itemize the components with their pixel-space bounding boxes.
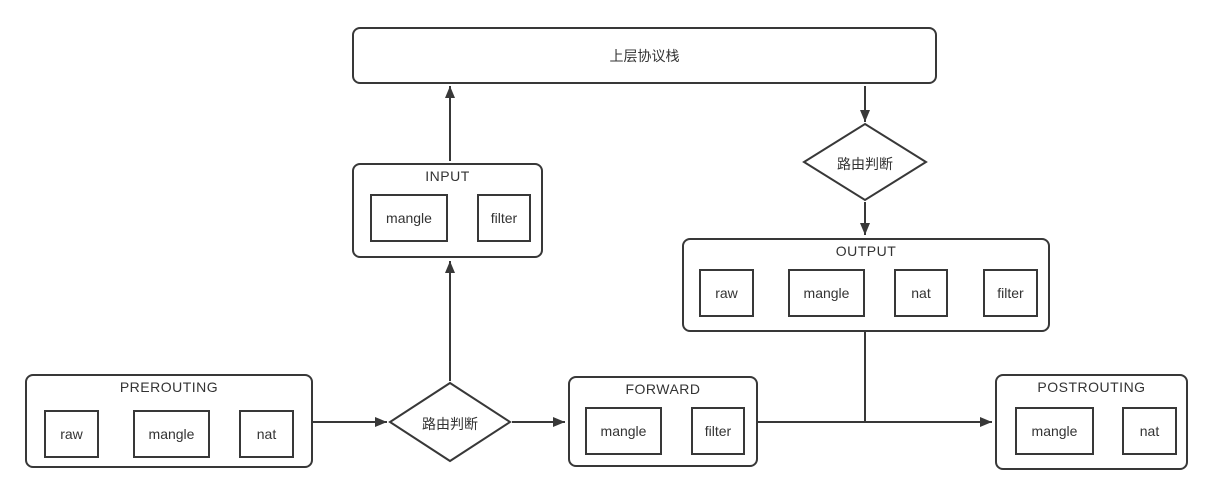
output-table-nat: nat	[894, 269, 948, 317]
postrouting-chain-node: POSTROUTING mangle nat	[995, 374, 1188, 470]
routing-decision-top-label: 路由判断	[837, 156, 893, 172]
input-table-filter: filter	[477, 194, 531, 242]
upper-protocol-stack-node: 上层协议栈	[352, 27, 937, 84]
prerouting-table-mangle: mangle	[133, 410, 210, 458]
output-table-mangle: mangle	[788, 269, 865, 317]
routing-decision-bottom-label: 路由判断	[422, 416, 478, 432]
postrouting-chain-label: POSTROUTING	[1037, 379, 1146, 395]
output-table-filter: filter	[983, 269, 1038, 317]
prerouting-chain-node: PREROUTING raw mangle nat	[25, 374, 313, 468]
postrouting-table-mangle: mangle	[1015, 407, 1094, 455]
postrouting-table-nat: nat	[1122, 407, 1177, 455]
forward-table-filter: filter	[691, 407, 745, 455]
routing-decision-top-shape	[802, 122, 928, 202]
prerouting-table-raw: raw	[44, 410, 99, 458]
prerouting-table-nat: nat	[239, 410, 294, 458]
forward-chain-label: FORWARD	[625, 381, 701, 397]
routing-decision-bottom-shape	[388, 381, 512, 463]
input-chain-node: INPUT mangle filter	[352, 163, 543, 258]
prerouting-chain-label: PREROUTING	[119, 379, 219, 395]
upper-protocol-stack-label: 上层协议栈	[609, 47, 680, 64]
forward-chain-node: FORWARD mangle filter	[568, 376, 758, 467]
output-chain-node: OUTPUT raw mangle nat filter	[682, 238, 1050, 332]
forward-table-mangle: mangle	[585, 407, 662, 455]
output-chain-label: OUTPUT	[835, 243, 897, 259]
input-chain-label: INPUT	[425, 168, 470, 184]
output-table-raw: raw	[699, 269, 754, 317]
input-table-mangle: mangle	[370, 194, 448, 242]
